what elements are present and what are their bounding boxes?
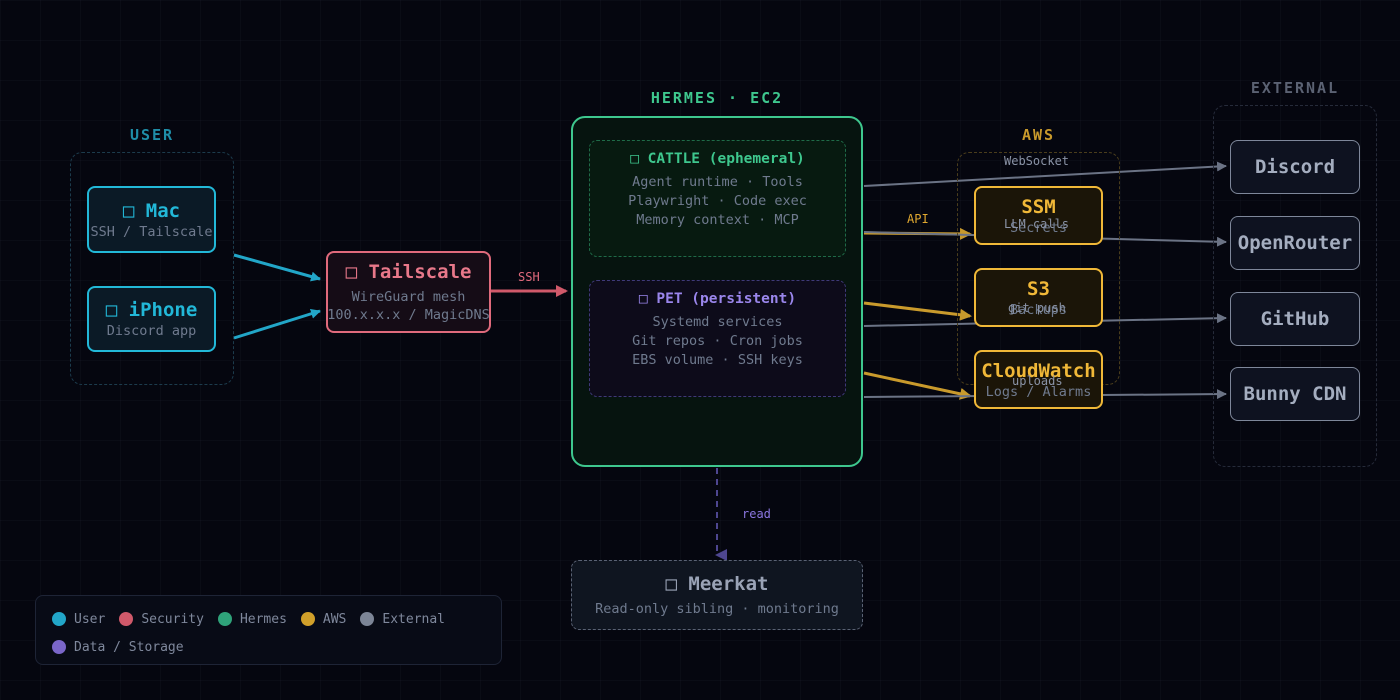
legend-label: AWS	[322, 611, 347, 627]
legend-item: AWS	[300, 610, 347, 628]
legend-dot	[360, 612, 375, 626]
node-discord-title: Discord	[1254, 156, 1336, 178]
legend-dot	[52, 640, 66, 654]
node-ssm-title: SSM	[1021, 195, 1056, 218]
node-cloudwatch[interactable]: CloudWatch Logs / Alarms	[974, 350, 1103, 409]
legend-item: User	[52, 610, 105, 628]
edge-label-ssh: SSH	[518, 270, 540, 284]
node-github-title: GitHub	[1260, 308, 1330, 330]
node-s3-title: S3	[1027, 277, 1050, 300]
node-ssm[interactable]: SSM Secrets	[974, 186, 1103, 245]
pet-icon: □	[638, 291, 648, 307]
node-meerkat[interactable]: □ Meerkat Read-only sibling · monitoring	[571, 560, 863, 630]
legend-item: Security	[119, 610, 204, 628]
node-iphone[interactable]: □ iPhone Discord app	[87, 286, 216, 352]
edge-label-gitpush: git push	[1008, 301, 1066, 315]
legend-item: External	[360, 610, 445, 628]
cattle-line: Agent runtime · Tools	[632, 174, 803, 190]
pet-line: EBS volume · SSH keys	[632, 352, 803, 368]
edge-cloudwatch	[863, 371, 972, 400]
group-external	[1213, 105, 1377, 467]
node-ssm-sub: Secrets	[1010, 219, 1067, 236]
edge-label-websocket: WebSocket	[1004, 154, 1070, 168]
node-mac[interactable]: □ Mac SSH / Tailscale	[87, 186, 216, 253]
legend-label: User	[74, 611, 106, 627]
group-label-aws: AWS	[1021, 126, 1056, 144]
group-label-external: EXTERNAL	[1250, 79, 1340, 97]
lock-icon: □	[345, 261, 358, 283]
node-discord[interactable]: Discord	[1230, 140, 1360, 194]
group-label-user: USER	[129, 126, 175, 144]
edge-label-read: read	[742, 507, 771, 521]
edge-label-uploads: uploads	[1012, 374, 1063, 388]
phone-icon: □	[105, 299, 118, 321]
meerkat-icon: □	[665, 573, 677, 595]
edge-iphone-tailscale	[233, 308, 321, 340]
legend-dot	[217, 612, 232, 626]
node-tailscale-sub2: 100.x.x.x / MagicDNS	[327, 307, 490, 323]
pet-title: PET (persistent)	[656, 291, 797, 307]
edge-s3	[863, 301, 972, 321]
edge-label-llm: LLM calls	[1004, 217, 1070, 231]
node-bunny[interactable]: Bunny CDN	[1230, 367, 1360, 421]
cattle-line: Playwright · Code exec	[628, 193, 807, 209]
legend-label: External	[382, 611, 446, 627]
node-mac-title: Mac	[145, 199, 181, 222]
cattle-line: Memory context · MCP	[636, 212, 799, 228]
node-tailscale-title: Tailscale	[368, 261, 472, 283]
legend-dot	[119, 612, 134, 626]
node-iphone-sub: Discord app	[106, 323, 197, 339]
legend-item: Data / Storage	[52, 638, 184, 656]
node-bunny-title: Bunny CDN	[1243, 383, 1347, 405]
cattle-box: □ CATTLE (ephemeral) Agent runtime · Too…	[589, 140, 846, 257]
node-github[interactable]: GitHub	[1230, 292, 1360, 346]
group-label-hermes: HERMES · EC2	[650, 89, 784, 107]
pet-line: Git repos · Cron jobs	[632, 333, 803, 349]
legend-label: Security	[141, 611, 204, 627]
cattle-icon: □	[630, 151, 639, 167]
legend: User Security Hermes AWS External Data /…	[35, 595, 502, 665]
node-iphone-title: iPhone	[128, 299, 198, 321]
legend-item: Hermes	[217, 610, 287, 628]
pet-box: □ PET (persistent) Systemd services Git …	[589, 280, 846, 397]
mac-icon: □	[122, 199, 135, 222]
legend-label: Hermes	[239, 611, 287, 627]
node-openrouter-title: OpenRouter	[1237, 232, 1353, 254]
pet-line: Systemd services	[652, 314, 783, 330]
node-cloudwatch-title: CloudWatch	[981, 359, 1096, 382]
group-user	[70, 152, 234, 385]
node-tailscale-sub1: WireGuard mesh	[351, 289, 466, 305]
node-cloudwatch-sub: Logs / Alarms	[985, 383, 1092, 400]
node-meerkat-title: Meerkat	[688, 573, 769, 595]
node-tailscale[interactable]: □ Tailscale WireGuard mesh 100.x.x.x / M…	[326, 251, 491, 333]
edge-mac-tailscale	[233, 253, 321, 282]
node-s3-sub: Backups	[1010, 301, 1067, 318]
cattle-title: CATTLE (ephemeral)	[647, 151, 805, 167]
legend-dot	[52, 612, 66, 626]
node-meerkat-sub: Read-only sibling · monitoring	[595, 601, 839, 617]
node-openrouter[interactable]: OpenRouter	[1230, 216, 1360, 270]
edge-label-api: API	[907, 212, 929, 226]
edge-discord	[863, 161, 1227, 187]
node-s3[interactable]: S3 Backups	[974, 268, 1103, 327]
node-mac-sub: SSH / Tailscale	[90, 223, 213, 240]
legend-dot	[300, 612, 315, 626]
legend-label: Data / Storage	[74, 639, 184, 655]
